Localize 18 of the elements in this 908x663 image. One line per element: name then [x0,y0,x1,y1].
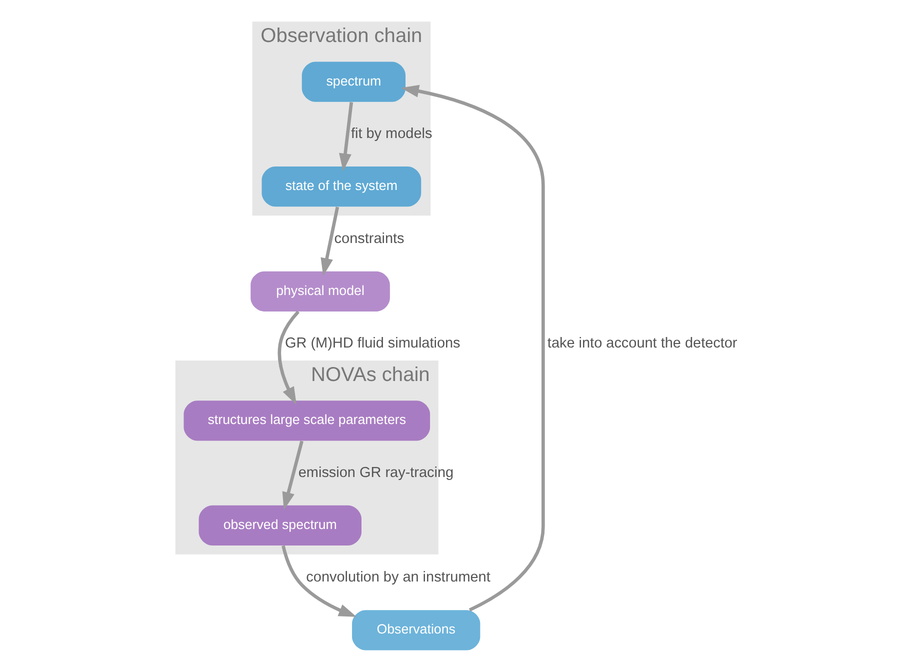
edge-label: constraints [334,230,404,247]
node-box: structures large scale parameters [184,400,430,441]
arrow [282,545,357,617]
node-box: Observations [352,610,480,650]
arrow [400,84,545,612]
arrow [339,102,354,172]
arrow [282,440,304,510]
node-box: state of the system [262,166,422,207]
edge-label: take into account the detector [547,336,738,352]
edge-label: convolution by an instrument [306,570,490,586]
edge-label: fit by models [350,126,432,142]
arrow [320,206,340,276]
edge-label: emission GR ray-tracing [298,464,454,481]
edge-label: GR (M)HD fluid simulations [285,336,460,352]
node-box: physical model [250,271,390,312]
arrow [278,310,300,405]
node-box: observed spectrum [198,505,362,546]
node-box: spectrum [302,62,406,102]
